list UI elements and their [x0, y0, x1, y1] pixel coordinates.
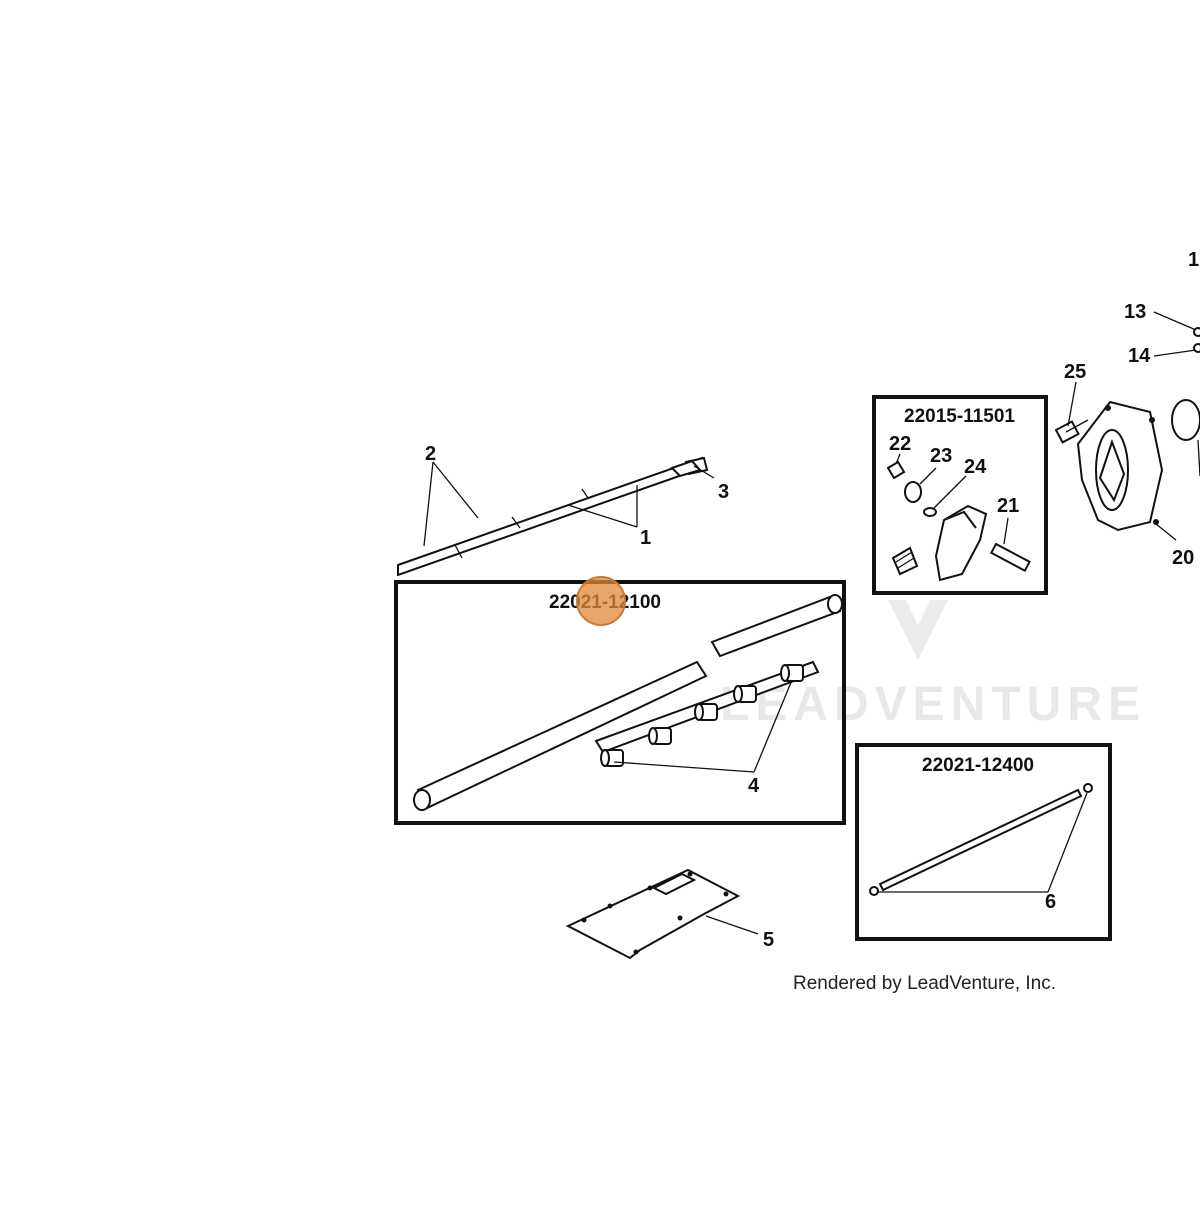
guard-plate: [565, 868, 741, 960]
callout-4: 4: [748, 775, 760, 797]
callout-13: 13: [1124, 301, 1146, 323]
seal-ring: [1171, 399, 1200, 441]
callout-1: 1: [640, 527, 651, 549]
callout-2: 2: [425, 443, 436, 465]
callout-22: 22: [889, 433, 911, 455]
highlight-marker[interactable]: [576, 576, 626, 626]
callout-20: 20: [1172, 547, 1194, 569]
callout-24: 24: [964, 456, 987, 478]
box-title-22021-12400: 22021-12400: [922, 755, 1034, 776]
callout-3: 3: [718, 481, 729, 503]
throttle-lever: [886, 460, 1031, 582]
box-title-22015-11501: 22015-11501: [904, 406, 1015, 427]
callout-25: 25: [1064, 361, 1086, 383]
kit-box-22021-12100: [394, 580, 846, 825]
callout-14: 14: [1128, 345, 1151, 367]
drive-shaft: [869, 783, 1093, 896]
bushings: [600, 664, 804, 767]
kit-box-22021-12400: [855, 743, 1112, 941]
callout-6: 6: [1045, 891, 1056, 913]
callout-21: 21: [997, 495, 1019, 517]
callout-5: 5: [763, 929, 774, 951]
render-credit: Rendered by LeadVenture, Inc.: [793, 973, 1056, 994]
watermark-logo: LEADVENTURE: [720, 600, 1146, 731]
watermark-text: LEADVENTURE: [720, 678, 1146, 731]
callout-top-cropped: 1: [1188, 249, 1199, 271]
bolt-25: [1054, 419, 1089, 444]
kit-box-22015-11501: [872, 395, 1048, 595]
callout-23: 23: [930, 445, 952, 467]
gear-housing: [1076, 400, 1164, 532]
shaft-tube: [413, 594, 843, 811]
